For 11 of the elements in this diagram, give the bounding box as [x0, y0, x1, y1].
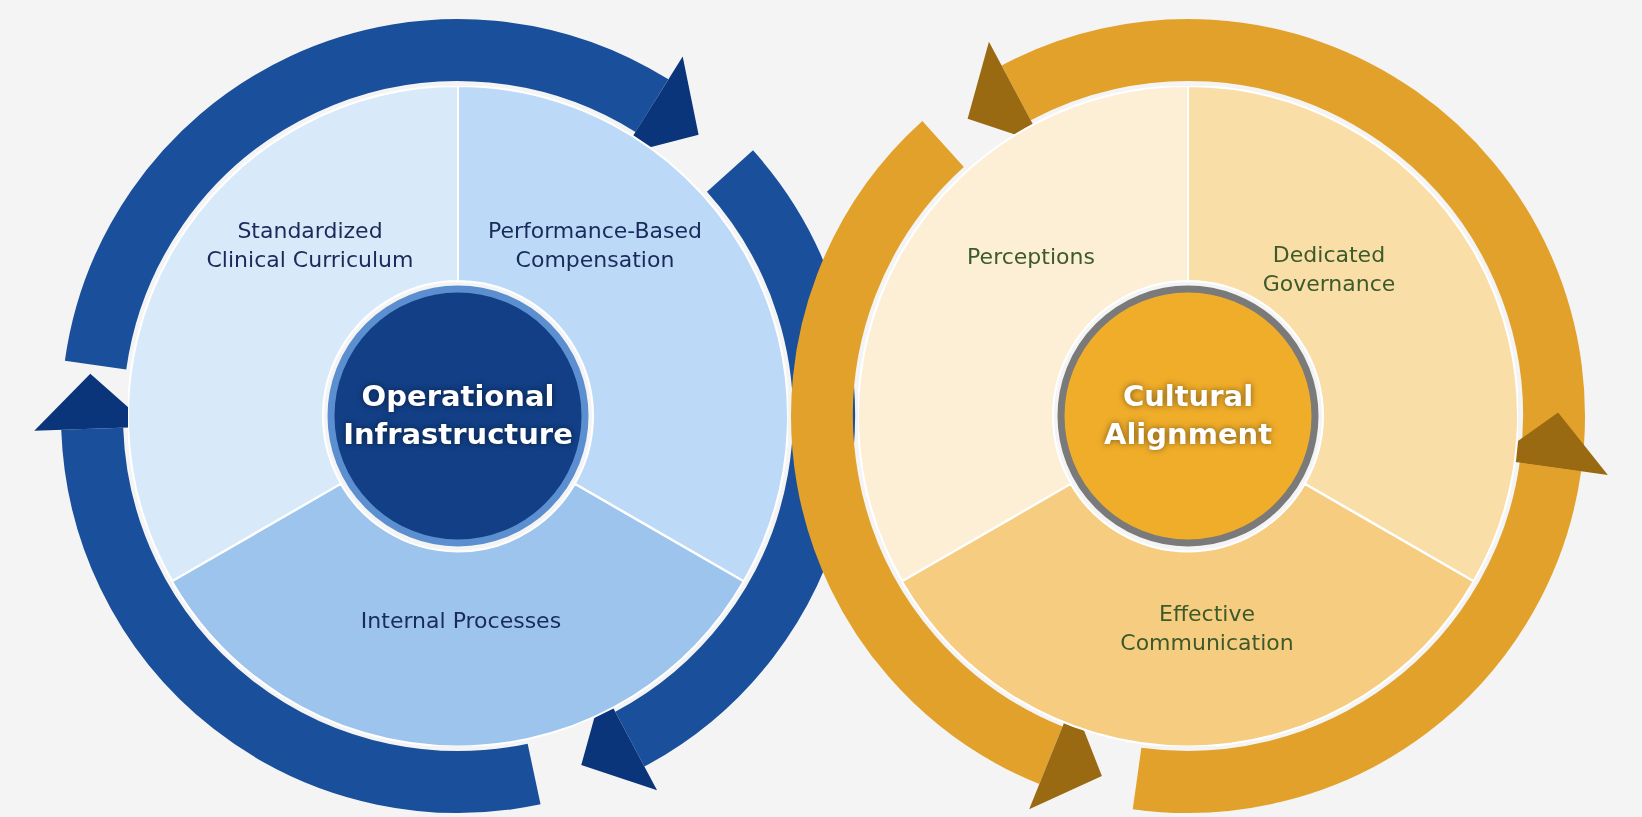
sector-label: Internal Processes — [359, 606, 563, 635]
center-label: Cultural Alignment — [1102, 378, 1274, 453]
sector-label: Dedicated Governance — [1261, 241, 1397, 298]
sector — [902, 483, 1474, 746]
sector-label: Standardized Clinical Curriculum — [205, 217, 415, 274]
center-label: Operational Infrastructure — [342, 378, 574, 453]
sector-label: Perceptions — [966, 242, 1096, 271]
center-circle — [327, 285, 589, 547]
sector-label: Effective Communication — [1119, 600, 1295, 657]
sector-label: Performance-Based Compensation — [486, 217, 704, 274]
sector — [172, 483, 744, 746]
